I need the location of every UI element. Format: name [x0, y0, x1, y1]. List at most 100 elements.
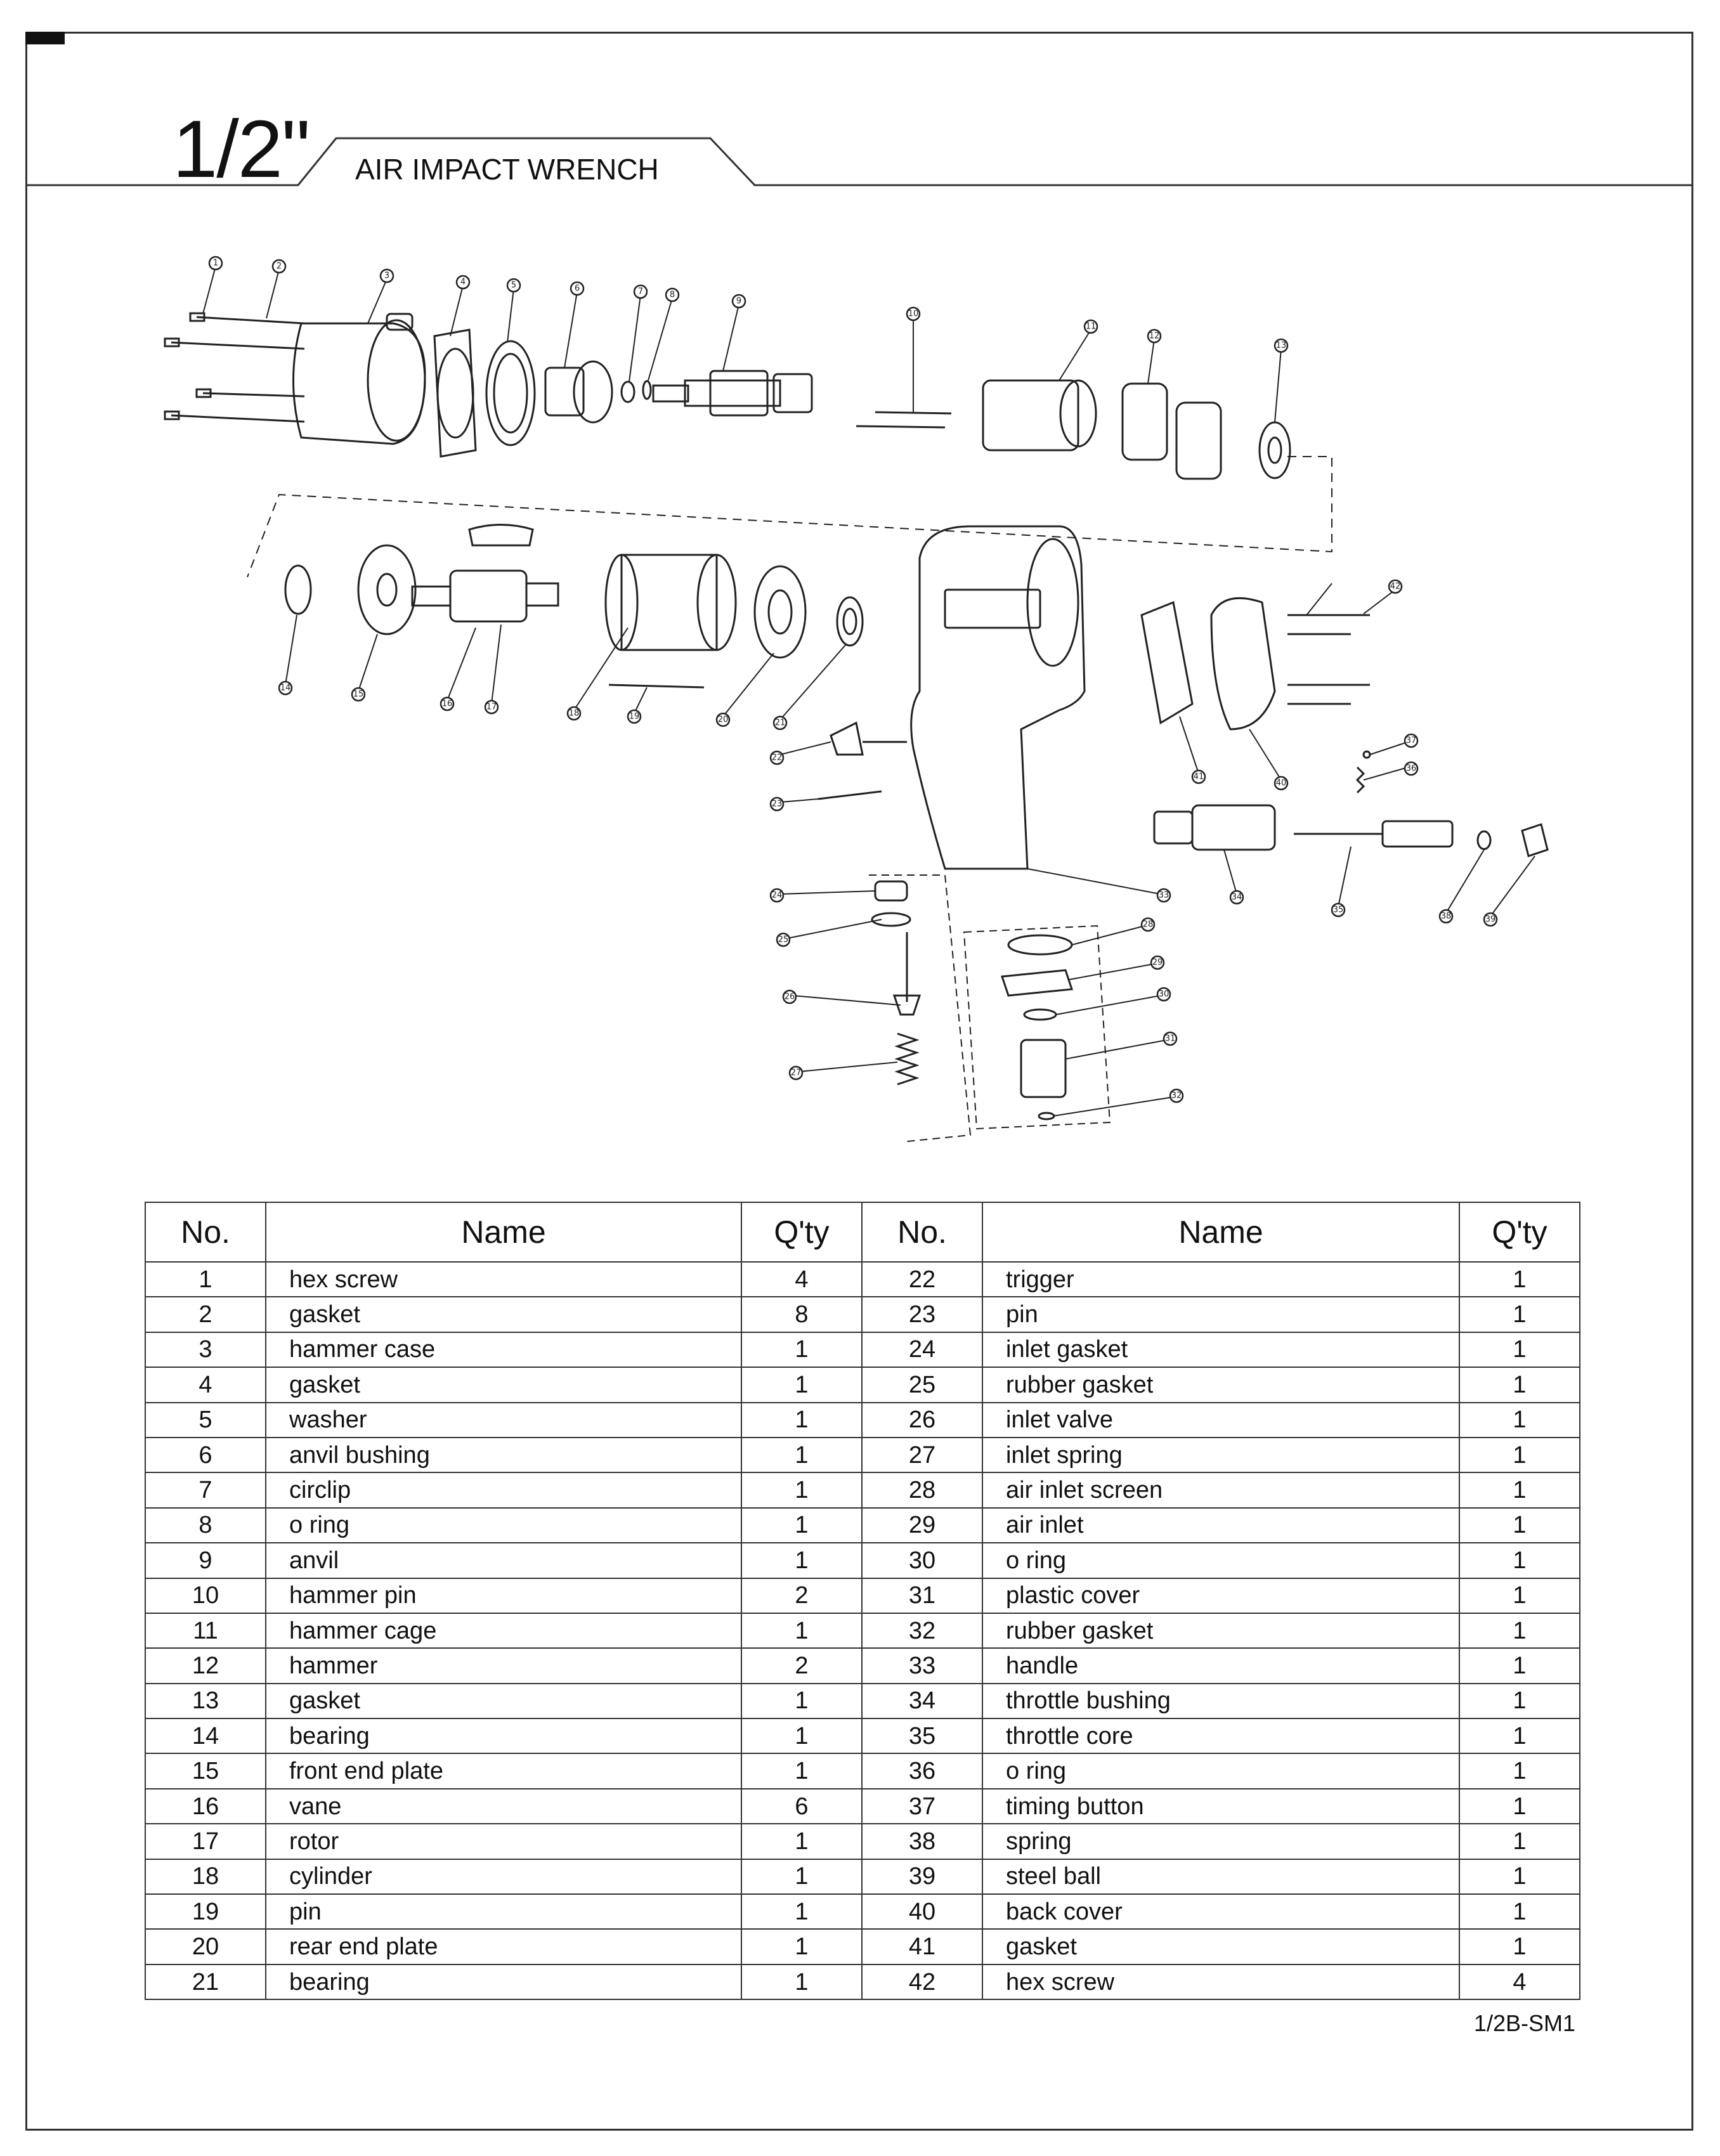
svg-text:30: 30	[1159, 990, 1169, 999]
part-number: 20	[145, 1928, 266, 1965]
part-quantity: 1	[741, 1436, 863, 1474]
part-name: hex screw	[982, 1963, 1460, 2001]
callout-9: 9	[731, 294, 746, 309]
part-quantity: 1	[1459, 1507, 1580, 1544]
svg-text:5: 5	[511, 281, 516, 290]
part-name: circlip	[265, 1472, 742, 1509]
header-name-left: Name	[265, 1202, 742, 1263]
part-name: inlet gasket	[982, 1331, 1460, 1368]
part-name: bearing	[265, 1963, 742, 2001]
size-title: 1/2"	[173, 104, 310, 195]
callout-30: 30	[1156, 987, 1171, 1002]
part-quantity: 1	[741, 1682, 863, 1720]
svg-text:15: 15	[353, 690, 364, 699]
part-quantity: 1	[1459, 1401, 1580, 1438]
svg-text:19: 19	[629, 712, 640, 722]
part-name: hammer pin	[265, 1577, 742, 1614]
svg-text:20: 20	[718, 715, 729, 725]
part-name: gasket	[265, 1367, 742, 1403]
callout-41: 41	[1191, 769, 1206, 784]
part-quantity: 1	[1459, 1577, 1580, 1614]
part-name: timing button	[982, 1788, 1460, 1825]
part-name: pin	[265, 1893, 742, 1930]
svg-text:6: 6	[575, 284, 580, 294]
part-quantity: 4	[1459, 1963, 1580, 2001]
part-name: steel ball	[982, 1858, 1460, 1895]
hex-screws-front	[164, 312, 305, 423]
part-name: gasket	[982, 1928, 1460, 1965]
header-qty-right: Q'ty	[1459, 1202, 1580, 1263]
svg-text:41: 41	[1194, 772, 1204, 782]
part-quantity: 1	[1459, 1472, 1580, 1509]
part-name: o ring	[265, 1507, 742, 1544]
part-name: air inlet	[982, 1507, 1460, 1544]
svg-text:11: 11	[1086, 322, 1097, 332]
header-name-right: Name	[982, 1202, 1460, 1263]
part-number: 26	[861, 1401, 983, 1438]
part-name: anvil bushing	[265, 1436, 742, 1474]
part-name: bearing	[265, 1718, 742, 1755]
callout-40: 40	[1274, 776, 1289, 791]
part-number: 12	[145, 1647, 266, 1684]
svg-text:42: 42	[1390, 582, 1401, 592]
part-quantity: 1	[741, 1858, 863, 1895]
part-number: 9	[145, 1542, 266, 1579]
svg-text:17: 17	[486, 703, 497, 712]
svg-text:38: 38	[1441, 912, 1452, 921]
part-quantity: 1	[1459, 1331, 1580, 1368]
svg-text:26: 26	[785, 992, 795, 1002]
callout-11: 11	[1083, 319, 1098, 334]
part-number: 28	[861, 1472, 983, 1509]
part-number: 8	[145, 1507, 266, 1544]
svg-text:36: 36	[1406, 764, 1417, 774]
svg-text:13: 13	[1276, 341, 1287, 351]
table-header-row: No. Name Q'ty No. Name Q'ty	[145, 1202, 1580, 1263]
part-quantity: 1	[1459, 1647, 1580, 1684]
svg-text:2: 2	[277, 262, 282, 271]
svg-text:31: 31	[1165, 1034, 1176, 1044]
part-quantity: 1	[741, 1928, 863, 1965]
part-name: pin	[982, 1296, 1460, 1333]
part-quantity: 1	[741, 1331, 863, 1368]
part-name: anvil	[265, 1542, 742, 1579]
part-quantity: 1	[1459, 1682, 1580, 1720]
part-quantity: 1	[1459, 1367, 1580, 1403]
callout-38: 38	[1438, 909, 1454, 924]
part-quantity: 1	[741, 1367, 863, 1403]
callout-10: 10	[906, 306, 921, 321]
callout-5: 5	[506, 278, 521, 293]
svg-text:10: 10	[908, 309, 919, 319]
svg-text:25: 25	[778, 935, 789, 945]
part-number: 39	[861, 1858, 983, 1895]
svg-text:14: 14	[280, 684, 291, 693]
svg-text:35: 35	[1333, 906, 1344, 915]
callout-34: 34	[1229, 890, 1244, 905]
part-name: plastic cover	[982, 1577, 1460, 1614]
part-number: 29	[861, 1507, 983, 1544]
part-number: 1	[145, 1261, 266, 1298]
part-quantity: 1	[1459, 1612, 1580, 1649]
part-quantity: 1	[741, 1963, 863, 2001]
part-quantity: 1	[741, 1507, 863, 1544]
callout-35: 35	[1331, 902, 1346, 918]
callout-33: 33	[1156, 888, 1171, 903]
part-name: vane	[265, 1788, 742, 1825]
part-name: o ring	[982, 1753, 1460, 1789]
callout-20: 20	[715, 712, 731, 727]
callout-8: 8	[665, 287, 680, 302]
part-name: gasket	[265, 1296, 742, 1333]
part-number: 42	[861, 1963, 983, 2001]
part-name: washer	[265, 1401, 742, 1438]
callout-36: 36	[1404, 761, 1419, 776]
part-quantity: 1	[741, 1753, 863, 1789]
part-quantity: 1	[1459, 1718, 1580, 1755]
part-number: 23	[861, 1296, 983, 1333]
